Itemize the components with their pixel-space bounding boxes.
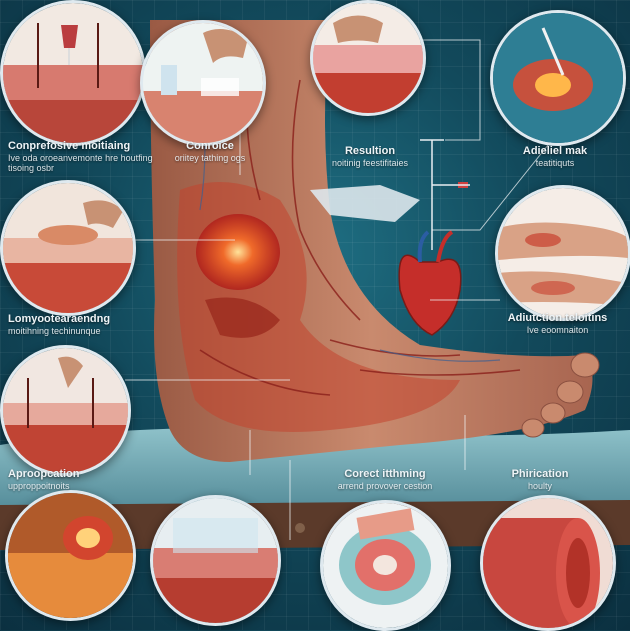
- caption-title: Lomyootearaendng: [8, 313, 111, 325]
- caption-title: Phirication: [511, 468, 569, 480]
- caption-mid-right: Adiutction teloitins Ive eoomnaiton: [490, 312, 625, 335]
- vignette-bottom-left: [5, 490, 136, 621]
- vignette-bottom-center-right: [320, 500, 451, 631]
- wound: [196, 214, 280, 290]
- vignette-top-center: [140, 20, 266, 146]
- caption-subtitle: arrend provover cestion: [337, 480, 433, 491]
- vignette-bottom-right: [480, 495, 616, 631]
- caption-subtitle: Ive eoomnaiton: [526, 324, 589, 335]
- caption-top-right-mid: Resultion noitinig feestifitaies: [310, 145, 430, 168]
- caption-subtitle: houlty: [527, 480, 553, 491]
- wound-secondary: [205, 297, 280, 338]
- caption-bottom-right: Phirication houlty: [490, 468, 590, 491]
- caption-title: Adiutction teloitins: [507, 312, 608, 324]
- caption-title: Adieliel mak: [522, 145, 588, 157]
- toes: [521, 352, 600, 438]
- caption-subtitle: noitinig feestifitaies: [331, 157, 409, 168]
- vignette-mid-right: [495, 185, 630, 321]
- caption-subtitle: teatitiquts: [535, 157, 575, 168]
- vignette-bottom-center-left: [150, 495, 281, 626]
- blanket: [0, 428, 630, 520]
- caption-subtitle: oriitey tathing ogs: [174, 152, 246, 163]
- caption-subtitle: upproppoitnoits: [8, 480, 70, 491]
- caption-bottom-left: Aproopcation upproppoitnoits: [8, 468, 148, 491]
- heart-illustration: [398, 230, 462, 336]
- caption-title: Conroice: [186, 140, 234, 152]
- caption-title: Resultion: [344, 145, 396, 157]
- vignette-mid-left: [0, 180, 136, 316]
- caption-mid-left: Lomyootearaendng moitihning techinunque: [8, 313, 158, 336]
- caption-title: Aproopcation: [8, 468, 80, 480]
- caption-title: Corect itthming: [344, 468, 426, 480]
- tissue: [310, 185, 420, 222]
- caption-subtitle: moitihning techinunque: [8, 325, 101, 336]
- vignette-top-right-mid: [310, 0, 426, 116]
- caption-top-right: Adieliel mak teatitiquts: [495, 145, 615, 168]
- caption-bottom-center: Corect itthming arrend provover cestion: [310, 468, 460, 491]
- vignette-top-left: [0, 0, 146, 146]
- iv-pole: [420, 139, 470, 250]
- caption-top-left: Conprefosive moitiaing Ive oda oroeanvem…: [8, 140, 168, 173]
- vignette-top-right: [490, 10, 626, 146]
- vignette-lower-left: [0, 345, 131, 476]
- connector-lines: [125, 39, 561, 540]
- caption-subtitle: Ive oda oroeanvemonte hre houtfing tisoi…: [8, 152, 153, 173]
- caption-top-center: Conroice oriitey tathing ogs: [160, 140, 260, 163]
- caption-title: Conprefosive moitiaing: [8, 140, 131, 152]
